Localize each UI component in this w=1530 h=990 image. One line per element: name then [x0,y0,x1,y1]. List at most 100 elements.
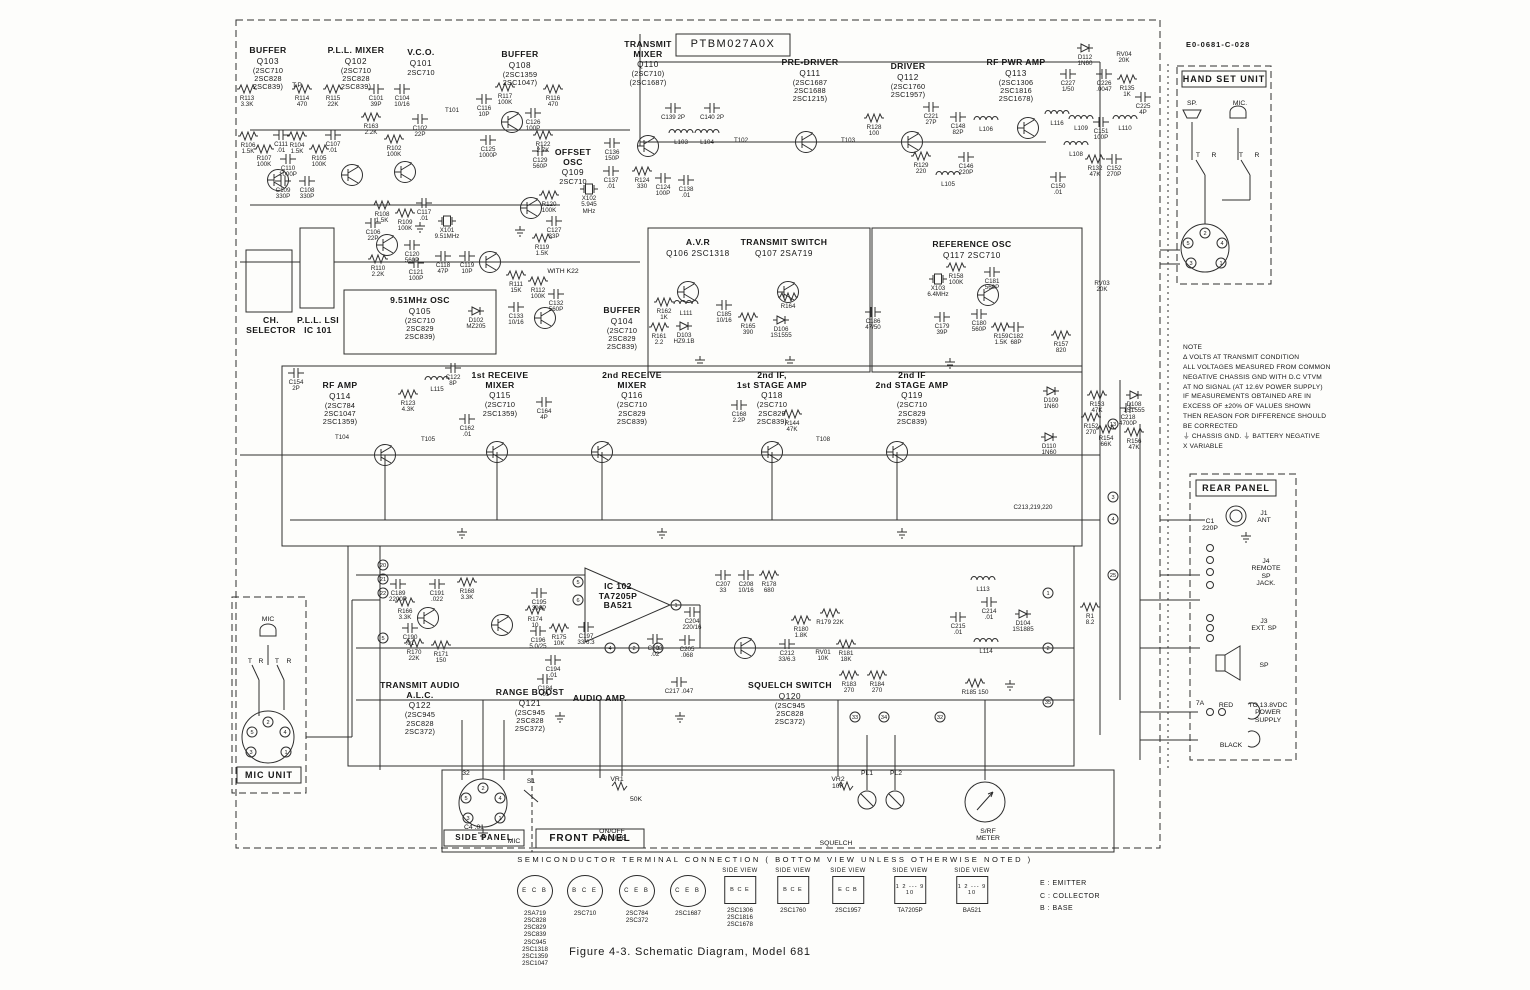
component-label: R112 100K [530,287,546,301]
annotation-text: T [274,658,280,665]
component-label: T104 [334,434,350,441]
hand-set-unit-title: HAND SET UNIT [1182,74,1266,84]
component-label: C186 47/50 [865,318,881,332]
component-label: R1 8.2 [1085,613,1095,627]
component-label: R120 100K [541,201,557,215]
side-view-label: SIDE VIEW [775,868,811,874]
component-label: C108 330P [299,187,315,201]
component-label: R129 220 [913,162,929,176]
component-label: C205 .068 [679,646,695,660]
junction-node-number: 33 [852,715,858,721]
junction-node [670,599,682,611]
component-label: R174 10 [527,616,543,630]
module-id-ptbm027a0x: PTBM027A0X [690,38,776,50]
component-label: T108 [815,436,831,443]
component-label: C102 22P [412,125,428,139]
side-view-label: SIDE VIEW [954,868,990,874]
document-number: E0-0681-C-028 [1186,40,1251,49]
component-label: R144 47K [784,420,800,434]
component-label: C196 5.0/25 [529,637,547,651]
component-label: C116 10P [476,105,492,119]
figure-caption: Figure 4-3. Schematic Diagram, Model 681 [569,946,811,958]
junction-node [849,711,861,723]
component-label: C195 390P [531,599,547,613]
component-label: D106 1S1555 [770,326,792,340]
annotation-text: SP [1259,662,1269,669]
junction-node [1215,257,1227,269]
component-label: R105 100K [311,155,327,169]
component-label: R153 47K [1089,401,1105,415]
component-label: C214 .01 [981,608,997,622]
component-label: R111 15K [509,281,523,295]
component-label: C179 39P [934,323,950,337]
annotation-text: T [1238,152,1244,159]
component-label: R107 100K [256,155,272,169]
component-label: L111 [679,310,693,317]
package-part-numbers: 2SC1687 [675,910,701,917]
component-label: L116 [1050,120,1064,127]
component-label: D103 HZ9.1B [673,332,695,346]
junction-node-number: 3 [1111,495,1114,501]
package-part-numbers: 2SA719 2SC828 2SC829 2SC839 2SC945 2SC13… [522,910,548,967]
legend-pin-key: E : EMITTER C : COLLECTOR B : BASE [1040,880,1101,913]
component-label: L109 [1074,125,1088,132]
stage-label: IC 102 TA7205P BA521 [598,581,638,611]
junction-node-number: 2 [1046,646,1049,652]
component-label: R184 270 [869,681,885,695]
stage-label: TRANSMIT AUDIO A.L.C.Q122(2SC945 2SC828 … [380,680,460,736]
component-label: C107 .01 [325,141,341,155]
component-label: C180 560P [971,320,987,334]
junction-node [245,746,257,758]
component-label: R114 470 [294,95,310,109]
junction-node [279,726,291,738]
junction-node-number: 5 [381,636,384,642]
component-label: C151 100P [1093,128,1109,142]
component-label: D110 1N60 [1041,443,1057,457]
component-label: C181 560P [984,278,1000,292]
annotation-text: MIC. [1232,100,1248,107]
component-label: C125 1000P [479,146,497,160]
component-label: C182 68P [1008,333,1024,347]
junction-node [1107,418,1119,430]
package-outline: B C E [723,876,756,904]
component-label: R132 47K [1087,165,1103,179]
component-label: X101 9.51MHz [434,227,460,241]
component-label: C127 33P [546,227,562,241]
component-label: L113 [976,586,990,593]
package-part-numbers: 2SC710 [573,910,597,917]
junction-node [1216,237,1228,249]
component-label: C138 .01 [678,186,694,200]
component-label: R106 1.5K [240,142,256,156]
annotation-text: PL1 [860,770,874,777]
junction-node [1107,513,1119,525]
component-label: C124 100P [655,184,671,198]
junction-node-number: 4 [1220,241,1223,247]
component-label: C184 .01 [537,685,553,699]
annotation-text: S/RF METER [976,828,1000,843]
component-label: R123 4.3K [400,400,416,414]
annotation-text: TO 13.8VDC POWER SUPPLY [1248,702,1288,724]
junction-node [1182,237,1194,249]
junction-node-number: 21 [380,577,386,583]
junction-node [262,716,274,728]
component-label: C190 .01 [402,634,418,648]
component-label: R104 1.5K [289,142,305,156]
component-label: C189 2200P [389,590,407,604]
annotation-text: R [1254,152,1260,159]
junction-node-number: 1 [498,816,501,822]
annotation-text: T [1195,152,1201,159]
